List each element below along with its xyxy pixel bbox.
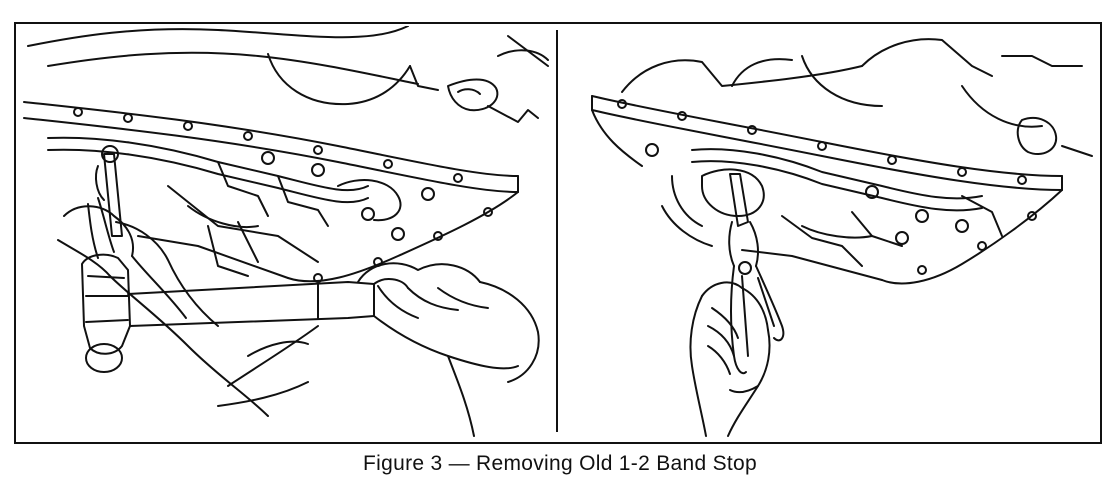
hammer-icon [81, 253, 409, 373]
case-flange [23, 101, 519, 283]
left-illustration-panel [18, 26, 552, 440]
right-line-drawing [591, 38, 1093, 437]
case-housing-right [621, 38, 1093, 157]
left-line-drawing [23, 26, 549, 437]
valve-body-detail-right [645, 143, 1003, 267]
case-flange-right [591, 95, 1063, 285]
left-hand [57, 197, 269, 417]
right-illustration-panel [562, 26, 1098, 440]
hand-holding-pliers [689, 281, 771, 437]
panel-divider [556, 30, 558, 432]
figure-caption: Figure 3 — Removing Old 1-2 Band Stop [363, 452, 757, 475]
figure-frame [14, 22, 1102, 444]
pliers-icon [728, 173, 785, 375]
right-hand [217, 262, 540, 437]
punch-tool [95, 145, 123, 237]
case-housing [27, 26, 549, 123]
valve-body-detail [47, 136, 435, 277]
